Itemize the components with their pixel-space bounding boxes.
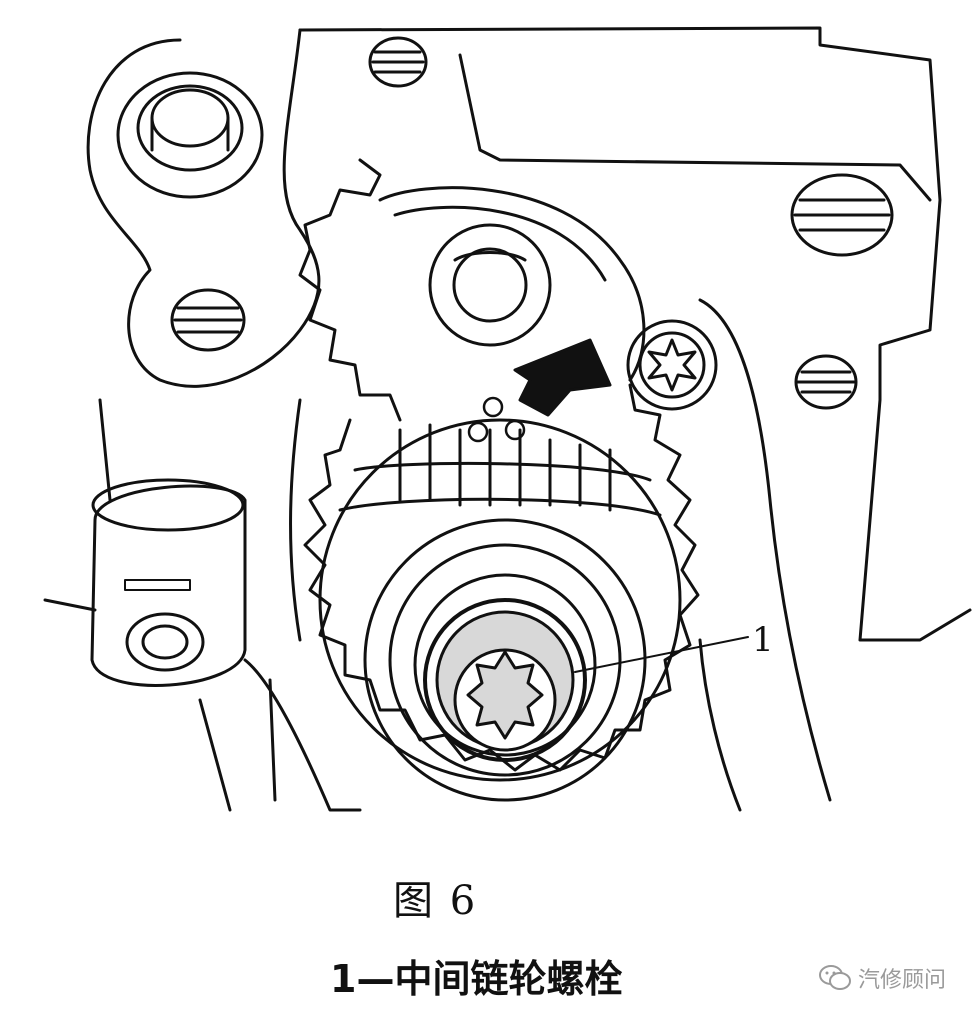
figure-title: 图 6 <box>393 878 478 924</box>
lower-frame-lines <box>43 398 362 812</box>
intermediate-sprocket-bolt <box>423 598 587 762</box>
housing-curve-edge <box>698 298 832 802</box>
housing-cover-plate <box>298 26 972 642</box>
bolt-hole-left <box>170 288 246 352</box>
bolt-hole-top <box>368 36 428 88</box>
housing-right-lower <box>698 638 742 812</box>
watermark: 汽修顾问 <box>818 960 946 996</box>
upper-gear <box>298 158 646 422</box>
arrow-indicator-icon <box>513 338 612 417</box>
watermark-text: 汽修顾问 <box>858 968 947 993</box>
stud-boss-top-left <box>116 71 264 199</box>
bolt-hole-right-small <box>794 354 858 410</box>
lower-left-post <box>90 478 247 687</box>
bolt-hole-right-large <box>790 173 894 257</box>
callout-label-1: 1 <box>752 620 774 660</box>
intermediate-sprocket <box>303 383 700 802</box>
housing-inner-edge <box>458 53 932 202</box>
callout-leader-1 <box>574 636 749 673</box>
figure-caption: 1—中间链轮螺栓 <box>330 957 623 1001</box>
left-bracket <box>86 28 321 388</box>
wechat-icon <box>819 965 851 990</box>
torx-bolt-icon <box>626 319 718 411</box>
